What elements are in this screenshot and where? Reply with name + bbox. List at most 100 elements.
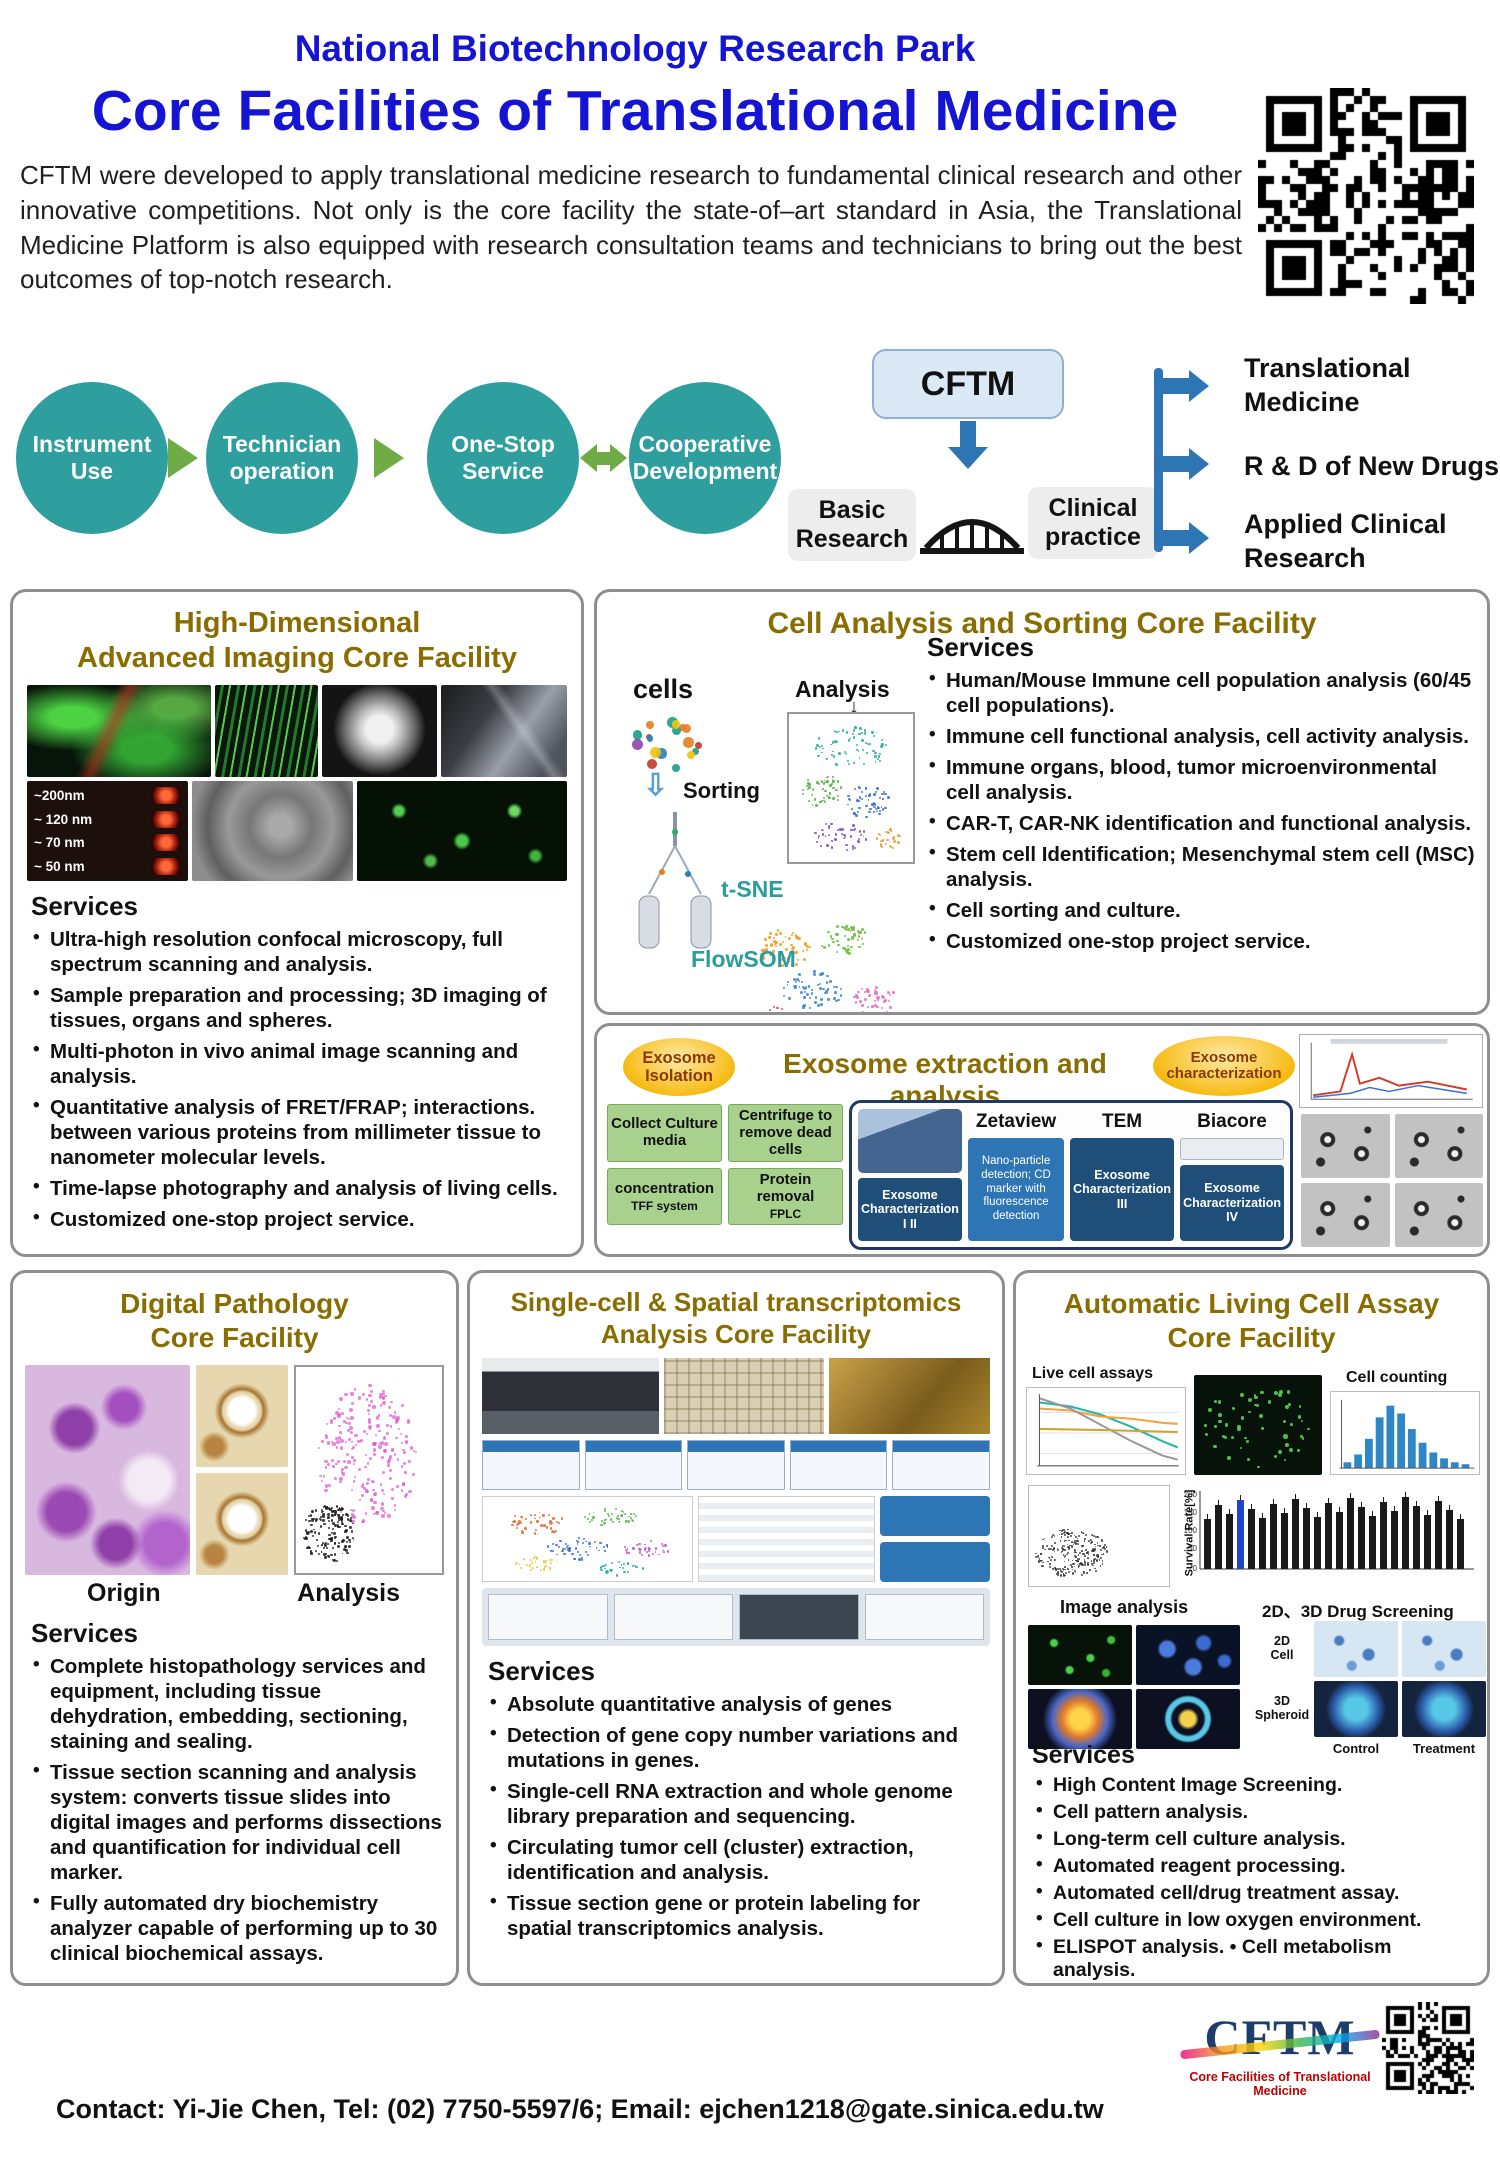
nuclei-image-tile xyxy=(1136,1625,1240,1685)
tsne-plot xyxy=(787,712,915,864)
instrument-image xyxy=(1180,1138,1284,1160)
chip-plate-image-tile xyxy=(663,1358,825,1435)
panel-singlecell-title-line1: Single-cell & Spatial transcriptomics xyxy=(510,1287,962,1317)
flow-circle-cooperative-development: Cooperative Development xyxy=(629,382,781,534)
service-item: Multi-photon in vivo animal image scanni… xyxy=(33,1038,567,1089)
service-item: Cell sorting and culture. xyxy=(929,897,1475,923)
service-item: Immune cell functional analysis, cell ac… xyxy=(929,723,1475,749)
service-item: Automated cell/drug treatment assay. xyxy=(1036,1881,1473,1905)
workflow-box-column xyxy=(880,1496,990,1583)
nanoparticle-icon xyxy=(151,787,182,804)
em-image-tile xyxy=(1394,1183,1483,1247)
service-item: ELISPOT analysis. • Cell metabolism anal… xyxy=(1036,1935,1473,1982)
confocal-image-tile xyxy=(27,684,211,777)
workflow-step-tile xyxy=(584,1440,683,1491)
panel-singlecell-title-line2: Analysis Core Facility xyxy=(600,1318,872,1349)
em-image-tile xyxy=(1394,1114,1483,1178)
panel-imaging-title-line1: High-Dimensional xyxy=(173,607,421,639)
panel-exosome: Exosome Isolation Exosome extraction and… xyxy=(594,1023,1490,1257)
microscopy-collage: ~200nm ~ 120 nm ~ 70 nm ~ 50 nm xyxy=(27,684,568,881)
organoid-image-tile xyxy=(321,684,437,777)
service-item: Stem cell Identification; Mesenchymal st… xyxy=(929,841,1475,892)
panel-pathology: Digital Pathology Core Facility Origin A… xyxy=(10,1270,459,1986)
survival-rate-axis-label: Survival Rate[%] xyxy=(1183,1489,1196,1577)
service-item: Customized one-stop project service. xyxy=(33,1206,567,1232)
flow-circle-technician-operation: Technician operation xyxy=(206,382,358,534)
fluorescence-image-tile xyxy=(214,684,318,777)
process-box xyxy=(613,1594,733,1641)
service-item: Absolute quantitative analysis of genes xyxy=(490,1691,988,1717)
em-image-tile xyxy=(1301,1114,1390,1178)
panel-imaging-title: High-Dimensional Advanced Imaging Core F… xyxy=(13,606,581,677)
services-heading: Services xyxy=(1032,1741,1135,1769)
clinical-practice-label: Clinical practice xyxy=(1045,494,1141,551)
cell-sorter-graphic xyxy=(638,812,712,949)
analysis-label: Analysis xyxy=(297,1579,400,1608)
nano-detection-note: Nano-particle detection; CD marker with … xyxy=(967,1138,1065,1241)
services-heading: Services xyxy=(31,890,138,921)
workflow-collage xyxy=(482,1358,990,1647)
survival-rate-bar-chart: Survival Rate[%] 200 150 100 50 0 xyxy=(1174,1481,1480,1589)
panel-livingcell-title-line1: Automatic Living Cell Assay xyxy=(1063,1288,1440,1319)
nanoparticle-icon xyxy=(151,810,182,828)
exosome-characterization-badge: Exosome characterization xyxy=(1153,1036,1295,1096)
bridge-icon xyxy=(920,519,1024,554)
panel-singlecell: Single-cell & Spatial transcriptomics An… xyxy=(467,1270,1005,1986)
service-item: Fully automated dry biochemistry analyze… xyxy=(33,1890,442,1966)
clinical-practice-box: Clinical practice xyxy=(1028,487,1158,559)
flow-circle-label: Instrument Use xyxy=(32,431,152,484)
flowsom-plot xyxy=(727,908,915,1012)
imaging-services-list: Ultra-high resolution confocal microscop… xyxy=(33,926,567,1232)
service-item: Tissue section scanning and analysis sys… xyxy=(33,1759,442,1885)
basic-research-label: Basic Research xyxy=(795,496,909,553)
exosome-isolation-steps: Collect Culture media Centrifuge to remo… xyxy=(607,1104,843,1226)
histology-image-tile xyxy=(25,1365,191,1576)
panel-livingcell-title: Automatic Living Cell Assay Core Facilit… xyxy=(1016,1287,1487,1355)
nanoparticle-icon xyxy=(151,857,182,875)
flow-circle-label: Cooperative Development xyxy=(632,431,778,484)
cell-cluster-graphic xyxy=(617,712,709,772)
services-heading: Services xyxy=(488,1656,595,1687)
screening-image-tile xyxy=(1314,1621,1398,1677)
screening-image-tile xyxy=(1402,1681,1486,1737)
service-item: Detection of gene copy number variations… xyxy=(490,1722,988,1773)
biacore-label: Biacore xyxy=(1197,1111,1267,1132)
tsne-label: t-SNE xyxy=(721,876,784,902)
exosome-isolation-badge: Exosome Isolation xyxy=(623,1038,735,1096)
live-cell-image-tile xyxy=(1194,1375,1322,1475)
down-arrow-icon: ⇩ xyxy=(643,769,669,802)
scale-row: ~ 70 nm xyxy=(27,834,188,851)
pathology-services-list: Complete histopathology services and equ… xyxy=(33,1653,442,1966)
tissue-image-tile xyxy=(196,1365,289,1468)
flowsom-label: FlowSOM xyxy=(691,946,796,972)
workflow-step-tile xyxy=(482,1440,580,1491)
characterization-3-box: Exosome Characterization III xyxy=(1070,1138,1175,1241)
sequencer-image-tile xyxy=(482,1358,659,1435)
flow-circle-one-stop-service: One-Stop Service xyxy=(427,382,579,534)
expression-profile-tile xyxy=(698,1496,875,1583)
step-label: concentration xyxy=(614,1179,715,1197)
right-arrow-icon xyxy=(374,438,404,478)
bracket-line xyxy=(1154,368,1163,552)
tissue-em-image-tile xyxy=(192,780,354,881)
svg-text:0: 0 xyxy=(1193,1564,1198,1573)
nanoparticle-chart xyxy=(1299,1034,1483,1108)
characterization-4-box: Exosome Characterization IV xyxy=(1180,1165,1284,1241)
process-box xyxy=(739,1594,859,1641)
tissue-image-tile xyxy=(196,1473,289,1576)
service-item: Automated reagent processing. xyxy=(1036,1854,1473,1878)
panel-pathology-title-line1: Digital Pathology xyxy=(120,1288,349,1319)
scale-label: ~ 120 nm xyxy=(34,811,93,827)
step-label: Collect Culture media xyxy=(611,1115,718,1150)
service-item: Cell pattern analysis. xyxy=(1036,1800,1473,1824)
service-item: Sample preparation and processing; 3D im… xyxy=(33,982,567,1033)
instrument-image-tile xyxy=(440,684,567,777)
characterization-column: Exosome Characterization I II xyxy=(858,1109,962,1241)
step-sublabel: TFF system xyxy=(631,1198,698,1213)
step-label: Centrifuge to remove dead cells xyxy=(738,1107,833,1158)
outcome-arrow-icon xyxy=(1163,522,1209,554)
svg-text:200: 200 xyxy=(1184,1490,1198,1499)
cell-counting-histogram xyxy=(1330,1391,1480,1475)
screening-image-tile xyxy=(1402,1621,1486,1677)
pathology-collage xyxy=(25,1365,444,1576)
